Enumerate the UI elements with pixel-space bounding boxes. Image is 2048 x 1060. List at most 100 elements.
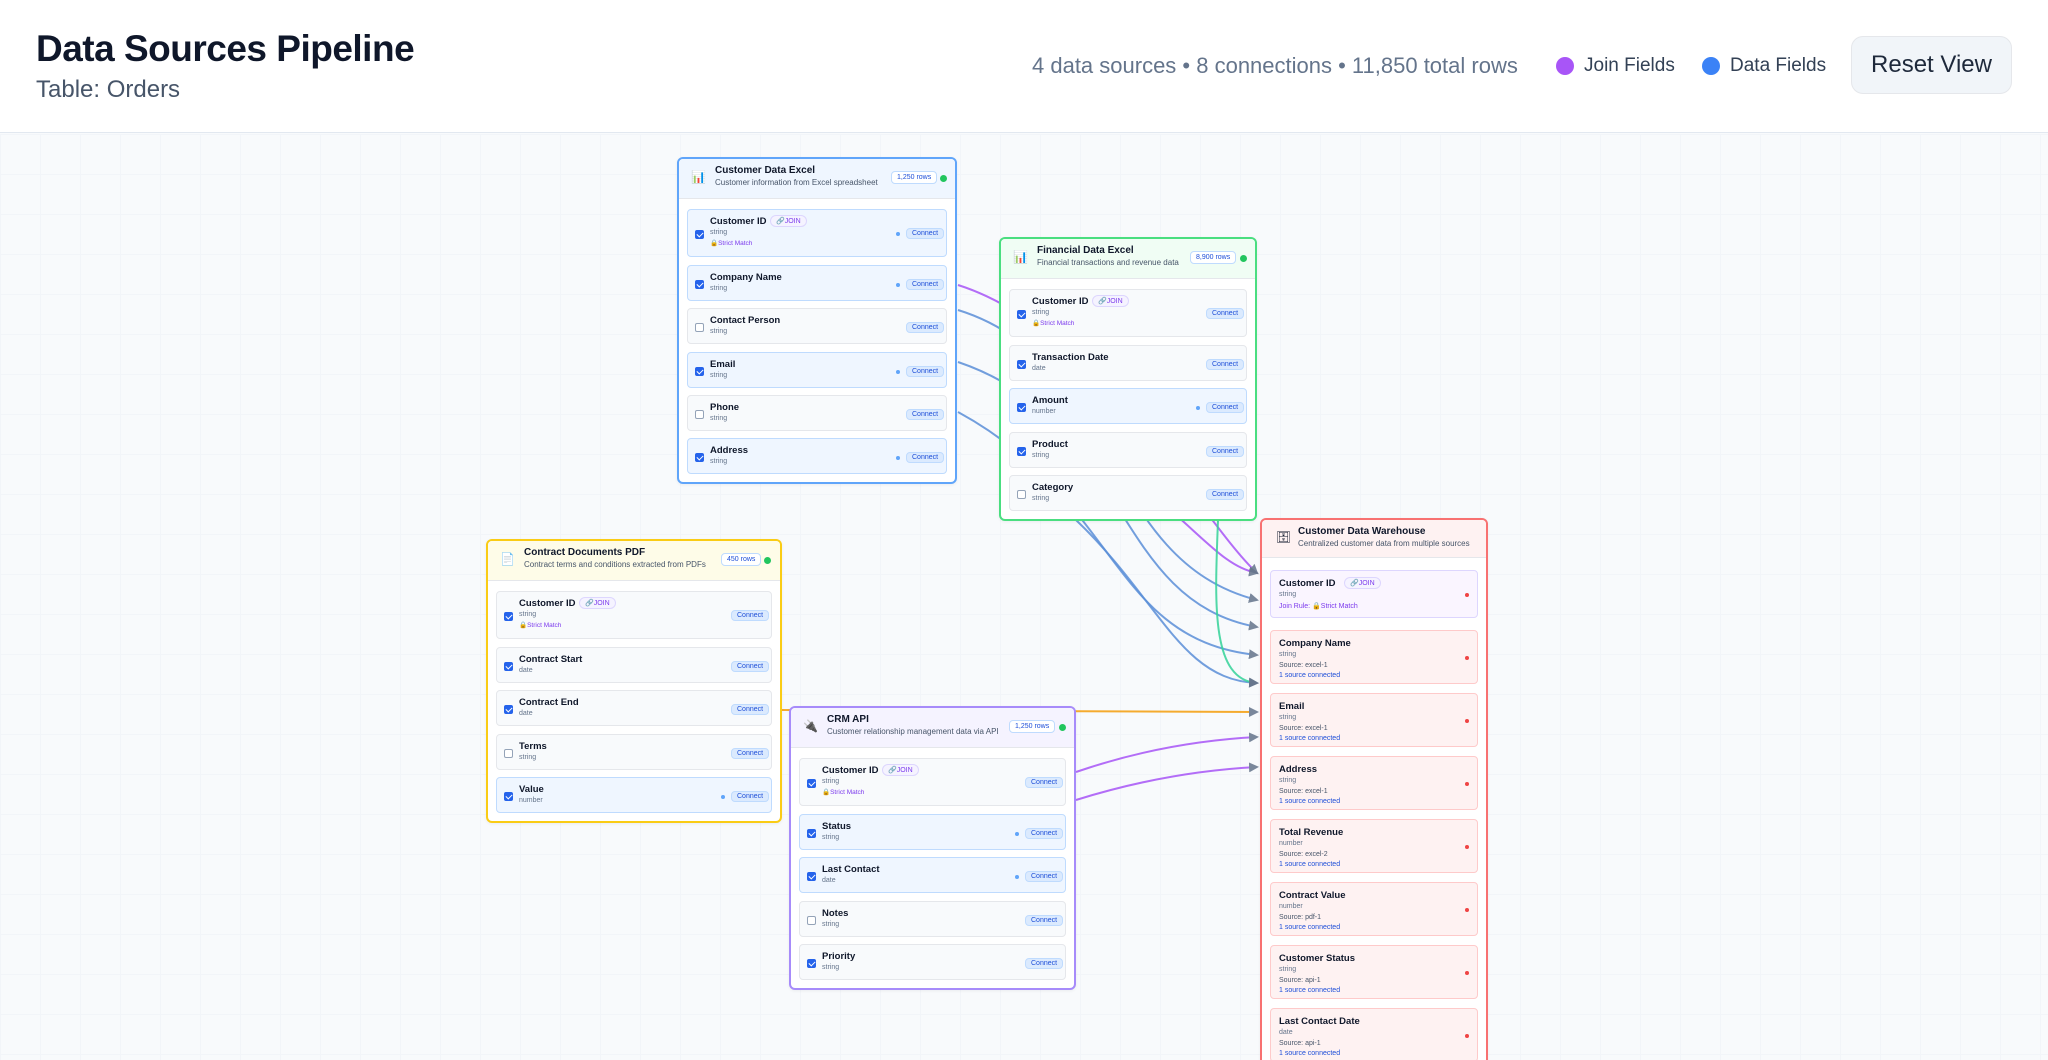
node-title: Customer Data Warehouse [1298, 526, 1426, 537]
connection-dot [896, 232, 900, 236]
field-notes[interactable]: Notes string Connect [799, 901, 1066, 937]
data-dot-icon [1702, 57, 1720, 75]
field-company-name[interactable]: Company Name string Connect [687, 265, 947, 301]
connect-button[interactable]: Connect [1206, 446, 1245, 457]
connected-count: 1 source connected [1279, 735, 1341, 742]
field-customer-id[interactable]: Customer ID 🔗JOIN string 🔒Strict Match C… [799, 758, 1066, 806]
connect-button[interactable]: Connect [906, 452, 945, 463]
field-status[interactable]: Status string Connect [799, 814, 1066, 850]
field-contract-end[interactable]: Contract End date Connect [496, 690, 772, 726]
target-dot [1465, 845, 1469, 849]
connect-button[interactable]: Connect [1206, 402, 1245, 413]
field-address[interactable]: Address string Connect [687, 438, 947, 474]
field-checkbox[interactable] [1017, 490, 1026, 499]
field-checkbox[interactable] [695, 367, 704, 376]
field-checkbox[interactable] [504, 705, 513, 714]
field-name: Notes [822, 908, 849, 919]
field-name: Address [710, 445, 749, 456]
connect-button[interactable]: Connect [731, 610, 770, 621]
field-checkbox[interactable] [695, 410, 704, 419]
field-terms[interactable]: Terms string Connect [496, 734, 772, 770]
field-last-contact[interactable]: Last Contact date Connect [799, 857, 1066, 893]
field-transaction-date[interactable]: Transaction Date date Connect [1009, 345, 1247, 381]
connect-button[interactable]: Connect [906, 228, 945, 239]
field-type: date [1279, 1029, 1293, 1036]
connect-button[interactable]: Connect [1025, 958, 1064, 969]
connect-button[interactable]: Connect [906, 279, 945, 290]
target-field-customer-status[interactable]: Customer Status string Source: api-1 1 s… [1270, 945, 1478, 999]
source-node-api[interactable]: 🔌 CRM API Customer relationship manageme… [789, 706, 1076, 990]
connect-button[interactable]: Connect [1025, 777, 1064, 788]
target-field-company-name[interactable]: Company Name string Source: excel-1 1 so… [1270, 630, 1478, 684]
field-customer-id[interactable]: Customer ID 🔗JOIN string 🔒Strict Match C… [687, 209, 947, 257]
join-badge: 🔗JOIN [1344, 577, 1381, 589]
field-name: Email [1279, 701, 1305, 712]
target-dot [1465, 908, 1469, 912]
field-contract-start[interactable]: Contract Start date Connect [496, 647, 772, 683]
field-customer-id[interactable]: Customer ID 🔗JOIN string 🔒Strict Match C… [1009, 289, 1247, 337]
field-name: Address [1279, 764, 1318, 775]
field-category[interactable]: Category string Connect [1009, 475, 1247, 511]
source-node-pdf[interactable]: 📄 Contract Documents PDF Contract terms … [486, 539, 782, 823]
field-product[interactable]: Product string Connect [1009, 432, 1247, 468]
field-name: Category [1032, 482, 1074, 493]
connect-button[interactable]: Connect [1206, 308, 1245, 319]
connect-button[interactable]: Connect [1206, 489, 1245, 500]
target-field-contract-value[interactable]: Contract Value number Source: pdf-1 1 so… [1270, 882, 1478, 936]
field-name: Customer ID [1279, 578, 1336, 589]
field-checkbox[interactable] [695, 453, 704, 462]
field-name: Email [710, 359, 736, 370]
field-contact-person[interactable]: Contact Person string Connect [687, 308, 947, 344]
field-checkbox[interactable] [695, 280, 704, 289]
target-field-address[interactable]: Address string Source: excel-1 1 source … [1270, 756, 1478, 810]
target-field-total-revenue[interactable]: Total Revenue number Source: excel-2 1 s… [1270, 819, 1478, 873]
field-customer-id[interactable]: Customer ID 🔗JOIN string 🔒Strict Match C… [496, 591, 772, 639]
connect-button[interactable]: Connect [906, 366, 945, 377]
connect-button[interactable]: Connect [906, 409, 945, 420]
connect-button[interactable]: Connect [731, 704, 770, 715]
join-badge: 🔗JOIN [882, 764, 919, 776]
field-checkbox[interactable] [695, 230, 704, 239]
field-checkbox[interactable] [807, 829, 816, 838]
field-phone[interactable]: Phone string Connect [687, 395, 947, 431]
field-checkbox[interactable] [807, 959, 816, 968]
target-field-last-contact-date[interactable]: Last Contact Date date Source: api-1 1 s… [1270, 1008, 1478, 1060]
field-checkbox[interactable] [1017, 310, 1026, 319]
source-label: Source: pdf-1 [1279, 914, 1322, 921]
field-checkbox[interactable] [504, 792, 513, 801]
target-dot [1465, 656, 1469, 660]
target-node-warehouse[interactable]: 🗄 Customer Data Warehouse Centralized cu… [1260, 518, 1488, 1060]
field-checkbox[interactable] [695, 323, 704, 332]
field-checkbox[interactable] [504, 662, 513, 671]
field-checkbox[interactable] [504, 612, 513, 621]
field-checkbox[interactable] [807, 916, 816, 925]
connect-button[interactable]: Connect [1025, 871, 1064, 882]
target-field-email[interactable]: Email string Source: excel-1 1 source co… [1270, 693, 1478, 747]
field-priority[interactable]: Priority string Connect [799, 944, 1066, 980]
field-name: Customer ID [519, 598, 576, 609]
connect-button[interactable]: Connect [906, 322, 945, 333]
connect-button[interactable]: Connect [1206, 359, 1245, 370]
connect-button[interactable]: Connect [731, 748, 770, 759]
field-amount[interactable]: Amount number Connect [1009, 388, 1247, 424]
field-checkbox[interactable] [1017, 447, 1026, 456]
target-field-customer-id[interactable]: Customer ID 🔗JOIN string Join Rule: 🔒Str… [1270, 570, 1478, 618]
join-badge: 🔗JOIN [1092, 295, 1129, 307]
field-email[interactable]: Email string Connect [687, 352, 947, 388]
bar-chart-icon: 📊 [691, 170, 706, 184]
connect-button[interactable]: Connect [731, 661, 770, 672]
source-node-excel2[interactable]: 📊 Financial Data Excel Financial transac… [999, 237, 1257, 521]
field-checkbox[interactable] [1017, 360, 1026, 369]
field-checkbox[interactable] [807, 779, 816, 788]
connect-button[interactable]: Connect [1025, 915, 1064, 926]
source-node-excel1[interactable]: 📊 Customer Data Excel Customer informati… [677, 157, 957, 484]
field-value[interactable]: Value number Connect [496, 777, 772, 813]
field-checkbox[interactable] [504, 749, 513, 758]
target-dot [1465, 1034, 1469, 1038]
connect-button[interactable]: Connect [1025, 828, 1064, 839]
field-checkbox[interactable] [807, 872, 816, 881]
target-dot [1465, 782, 1469, 786]
field-checkbox[interactable] [1017, 403, 1026, 412]
reset-view-button[interactable]: Reset View [1851, 36, 2012, 94]
connect-button[interactable]: Connect [731, 791, 770, 802]
